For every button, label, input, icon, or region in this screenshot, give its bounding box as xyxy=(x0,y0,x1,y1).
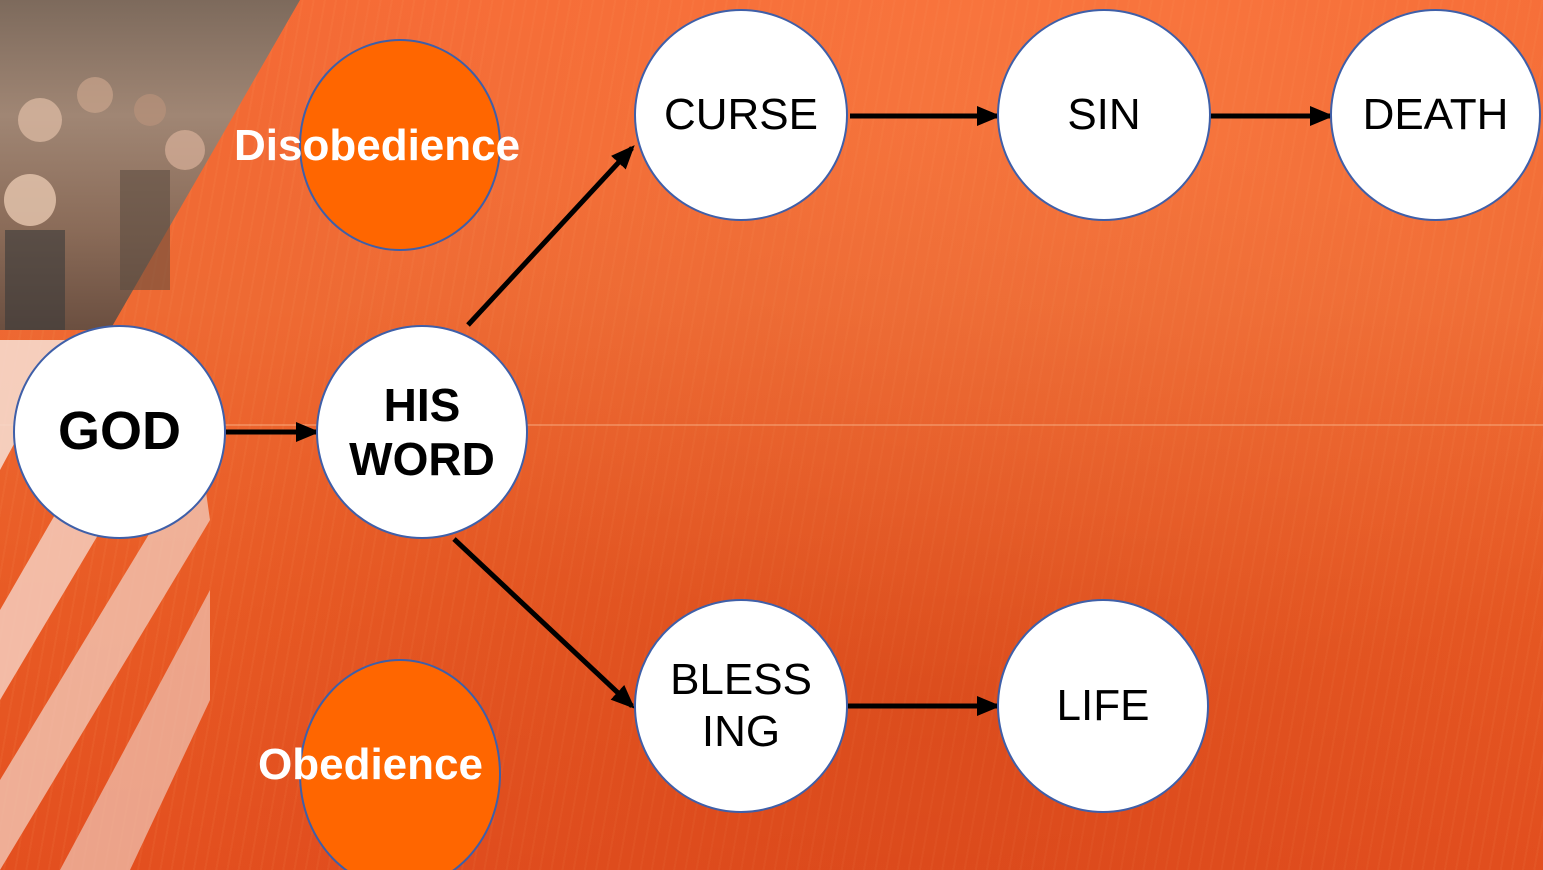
node-his-word: HIS WORD xyxy=(316,325,528,539)
node-life-label: LIFE xyxy=(1056,681,1150,731)
disobedience-circle xyxy=(299,39,501,251)
node-sin: SIN xyxy=(997,9,1211,221)
obedience-circle xyxy=(299,659,501,870)
node-his-word-label: HIS WORD xyxy=(349,378,495,485)
node-blessing-label: BLESS ING xyxy=(670,655,812,756)
node-death: DEATH xyxy=(1330,9,1541,221)
obedience-label: Obedience xyxy=(258,740,483,789)
arrow-word-to-curse xyxy=(466,145,635,327)
horizon-line xyxy=(0,424,1543,426)
disobedience-label: Disobedience xyxy=(234,121,521,170)
node-curse-label: CURSE xyxy=(663,90,819,140)
node-blessing: BLESS ING xyxy=(634,599,848,813)
node-god: GOD xyxy=(13,325,226,539)
crowd-photo-image xyxy=(0,0,300,330)
arrow-word-to-blessing xyxy=(452,537,635,709)
node-life: LIFE xyxy=(997,599,1209,813)
node-sin-label: SIN xyxy=(1067,90,1141,140)
node-god-label: GOD xyxy=(57,401,181,462)
node-death-label: DEATH xyxy=(1362,90,1509,140)
node-curse: CURSE xyxy=(634,9,848,221)
